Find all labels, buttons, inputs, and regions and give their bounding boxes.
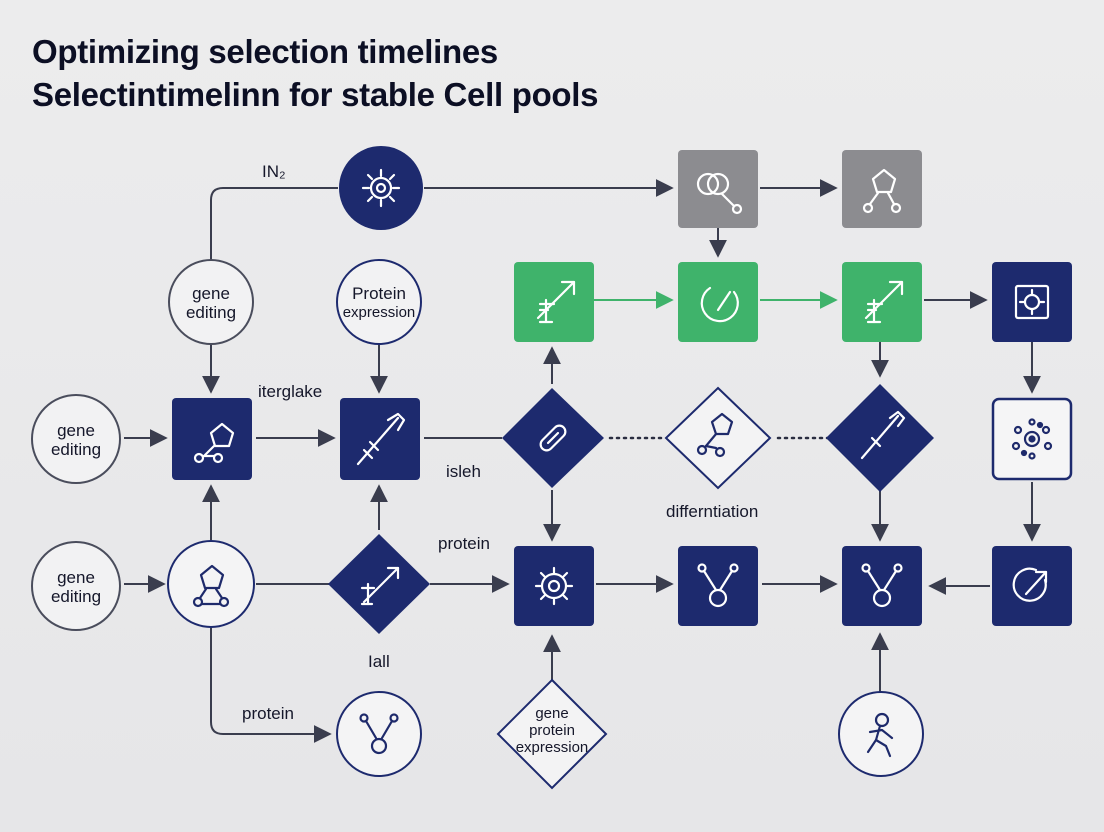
- molecule-link-icon: [696, 172, 743, 215]
- figure-circle-node[interactable]: [838, 691, 924, 777]
- label-protein-mid: protein: [438, 534, 490, 553]
- protein-expression-node[interactable]: Protein expression: [336, 259, 422, 345]
- gene-editing-top-line1: gene: [192, 284, 230, 303]
- gene-protein-expression-line1: gene: [535, 705, 568, 722]
- title-line-2: Selectintimelinn for stable Cell pools: [32, 76, 599, 113]
- virus-node[interactable]: [339, 146, 423, 230]
- gray-molecule-node[interactable]: [678, 150, 758, 228]
- gene-protein-expression-line2: protein: [529, 722, 575, 739]
- green-circle-node[interactable]: [678, 262, 758, 342]
- gene-editing-mid-node[interactable]: gene editing: [31, 394, 121, 484]
- diagram-title: Optimizing selection timelines Selectint…: [32, 30, 599, 116]
- pentagon-branch-icon: [193, 422, 235, 464]
- pentagon-branch-icon: [862, 168, 902, 214]
- branch-circle-node[interactable]: [336, 691, 422, 777]
- label-iall: Iall: [368, 652, 390, 671]
- label-in: IN₂: [262, 162, 286, 181]
- arrow-growth-icon: [864, 280, 904, 324]
- pentagon-branch-icon: [192, 564, 230, 608]
- syringe-box-node[interactable]: [340, 398, 420, 480]
- gear-node[interactable]: [514, 546, 594, 626]
- refresh-circle-icon: [700, 286, 739, 323]
- pentagon-circle-node[interactable]: [167, 540, 255, 628]
- gene-editing-bottom-node[interactable]: gene editing: [31, 541, 121, 631]
- branch-icon: [359, 713, 399, 755]
- refresh-node[interactable]: [992, 546, 1072, 626]
- figure-icon: [866, 712, 894, 758]
- pentagon-branch-icon: [696, 412, 734, 458]
- branch-icon: [697, 563, 739, 608]
- arrow-growth-icon: [536, 280, 576, 324]
- label-differentiation: differntiation: [666, 502, 758, 521]
- syringe-icon: [356, 412, 406, 466]
- gear-icon: [534, 566, 574, 606]
- gene-protein-expression-node[interactable]: gene protein expression: [496, 678, 608, 790]
- arrow-growth-icon: [360, 566, 400, 606]
- edges: [124, 179, 1041, 743]
- green-arrow-node-2[interactable]: [842, 262, 922, 342]
- syringe-icon: [860, 410, 906, 460]
- branch-node-2[interactable]: [842, 546, 922, 626]
- green-arrow-node-1[interactable]: [514, 262, 594, 342]
- gear-icon: [1014, 284, 1050, 320]
- syringe-diamond-node[interactable]: [826, 384, 934, 492]
- branch-icon: [861, 563, 903, 608]
- protein-expression-line2: expression: [343, 304, 416, 321]
- gene-editing-top-line2: editing: [186, 303, 236, 322]
- edge-circle-to-branch-circle: [210, 628, 332, 743]
- capsule-icon: [539, 424, 567, 452]
- virus-icon: [361, 168, 401, 208]
- edge-gene-to-virus: [210, 187, 338, 262]
- arrow-diamond-node[interactable]: [328, 534, 430, 634]
- pentagon-box-node[interactable]: [172, 398, 252, 480]
- gene-editing-bottom-line2: editing: [51, 587, 101, 606]
- gene-editing-bottom-line1: gene: [57, 568, 95, 587]
- label-protein-bottom: protein: [242, 704, 294, 723]
- gene-protein-expression-line3: expression: [516, 739, 589, 756]
- refresh-arrow-icon: [1012, 567, 1048, 602]
- gray-pentagon-node[interactable]: [842, 150, 922, 228]
- label-isleh: isleh: [446, 462, 481, 481]
- pill-diamond-node[interactable]: [502, 388, 604, 488]
- label-iterglake: iterglake: [258, 382, 322, 401]
- gene-editing-top-node[interactable]: gene editing: [168, 259, 254, 345]
- free-labels: IN₂ iterglake isleh protein differntiati…: [242, 162, 758, 723]
- cell-cluster-node[interactable]: [991, 397, 1073, 481]
- branch-node-1[interactable]: [678, 546, 758, 626]
- gene-editing-mid-line2: editing: [51, 440, 101, 459]
- gear-box-node[interactable]: [992, 262, 1072, 342]
- title-line-1: Optimizing selection timelines: [32, 33, 498, 70]
- gene-editing-mid-line1: gene: [57, 421, 95, 440]
- cell-cluster-icon: [1011, 418, 1053, 460]
- protein-expression-line1: Protein: [352, 284, 406, 303]
- differentiation-diamond-node[interactable]: [664, 386, 772, 490]
